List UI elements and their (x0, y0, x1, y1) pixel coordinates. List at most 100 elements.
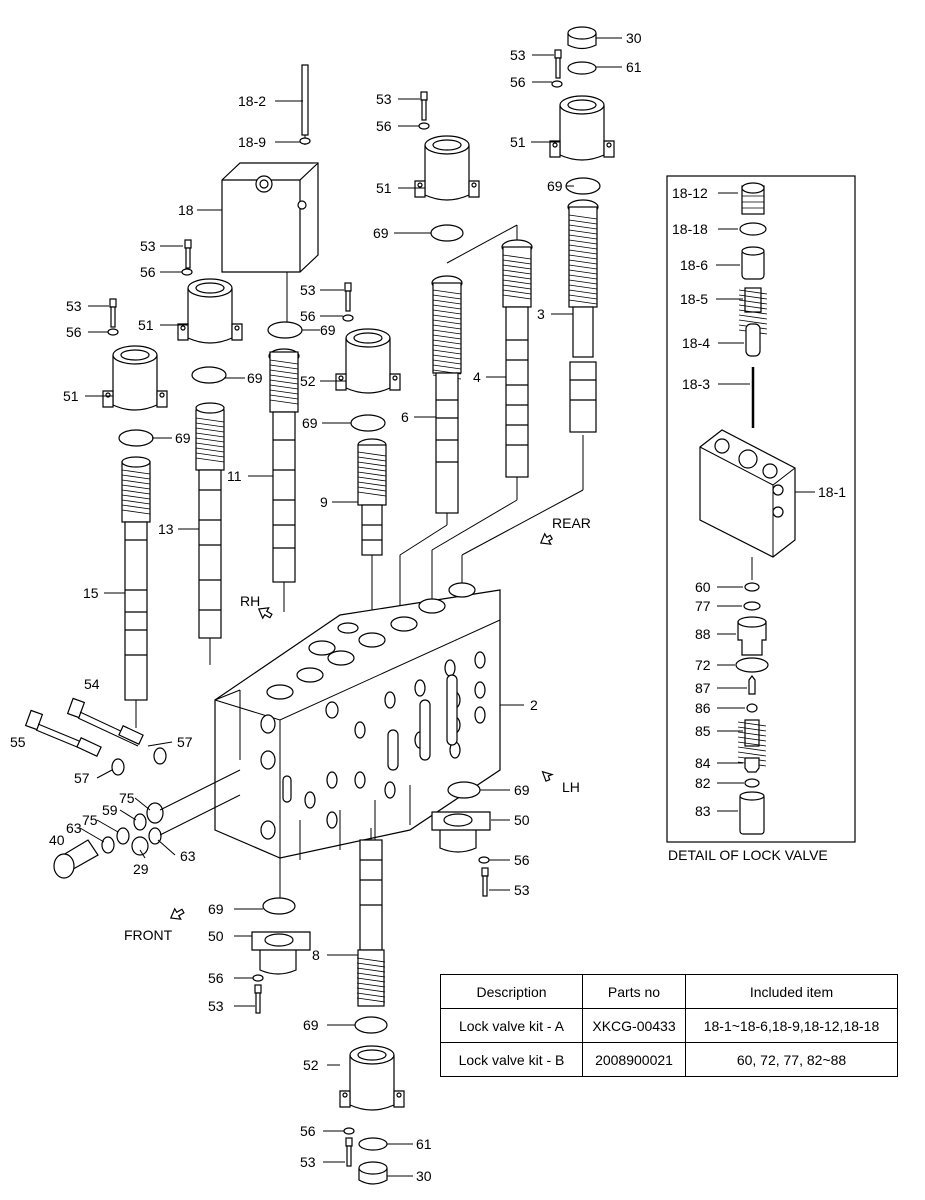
table-header-row: Description Parts no Included item (440, 974, 898, 1009)
detail-label-87: 87 (695, 680, 711, 696)
label-15: 15 (83, 585, 99, 601)
label-18: 18 (178, 202, 194, 218)
cap-51-left-lower (102, 298, 168, 411)
label-4: 4 (473, 369, 481, 385)
label-54: 54 (84, 676, 100, 692)
direction-rear: REAR (552, 515, 591, 531)
label-63: 63 (180, 848, 196, 864)
label-30: 30 (416, 1168, 432, 1184)
label-9: 9 (320, 494, 328, 510)
leader-lines (79, 37, 622, 1177)
table-row: Lock valve kit - B 2008900021 60, 72, 77… (440, 1042, 898, 1077)
cap-52-upper (335, 282, 401, 432)
label-50: 50 (208, 928, 224, 944)
label-53: 53 (208, 998, 224, 1014)
label-53: 53 (300, 282, 316, 298)
direction-lh: LH (562, 779, 580, 795)
detail-label-18-6: 18-6 (680, 257, 708, 273)
label-11: 11 (227, 468, 242, 484)
cap-52-bottom (339, 1045, 405, 1185)
label-56: 56 (300, 308, 316, 324)
label-53: 53 (514, 882, 530, 898)
label-53: 53 (510, 47, 526, 63)
label-69: 69 (208, 901, 224, 917)
label-56: 56 (66, 324, 82, 340)
detail-label-18-12: 18-12 (672, 185, 708, 201)
column-header: Description (440, 974, 583, 1009)
label-51: 51 (138, 317, 154, 333)
label-69: 69 (175, 430, 191, 446)
label-53: 53 (376, 91, 392, 107)
detail-label-82: 82 (695, 775, 711, 791)
spool-8 (354, 828, 388, 1034)
label-53: 53 (300, 1154, 316, 1170)
label-56: 56 (510, 74, 526, 90)
detail-label-83: 83 (695, 803, 711, 819)
label-69: 69 (303, 1017, 319, 1033)
table-cell: XKCG-00433 (582, 1008, 686, 1043)
spool-13 (191, 366, 227, 665)
table-cell: 2008900021 (582, 1042, 686, 1077)
label-50: 50 (514, 812, 530, 828)
label-56: 56 (376, 118, 392, 134)
detail-label-18-3: 18-3 (682, 376, 710, 392)
label-69: 69 (514, 782, 530, 798)
label-6: 6 (401, 409, 409, 425)
label-40: 40 (49, 832, 65, 848)
cap-50-right (431, 781, 491, 897)
label-51: 51 (63, 388, 79, 404)
cap-51-top-center (414, 91, 480, 242)
detail-label-72: 72 (695, 657, 711, 673)
detail-label-85: 85 (695, 723, 711, 739)
label-53: 53 (66, 298, 82, 314)
spool-6 (399, 275, 463, 620)
label-18-2: 18-2 (238, 93, 266, 109)
lock-valve-kit-table: Description Parts no Included item Lock … (440, 974, 898, 1077)
detail-label-18-4: 18-4 (682, 335, 710, 351)
label-61: 61 (626, 59, 642, 75)
label-56: 56 (514, 852, 530, 868)
table-cell: 60, 72, 77, 82~88 (685, 1042, 898, 1077)
label-56: 56 (208, 970, 224, 986)
detail-label-88: 88 (695, 626, 711, 642)
column-header: Included item (685, 974, 898, 1009)
label-59: 59 (102, 802, 118, 818)
spool-4 (431, 224, 533, 600)
label-29: 29 (133, 861, 149, 877)
tie-bolts (24, 697, 167, 776)
label-69: 69 (373, 225, 389, 241)
label-51: 51 (510, 134, 526, 150)
label-75: 75 (82, 812, 98, 828)
label-53: 53 (140, 238, 156, 254)
detail-label-86: 86 (695, 700, 711, 716)
label-13: 13 (158, 521, 174, 537)
label-3: 3 (537, 306, 545, 322)
label-52: 52 (303, 1057, 319, 1073)
label-2: 2 (530, 697, 538, 713)
front-ports (53, 769, 241, 879)
detail-label-18-5: 18-5 (680, 291, 708, 307)
label-18-9: 18-9 (238, 134, 266, 150)
label-57: 57 (177, 734, 193, 750)
label-56: 56 (300, 1123, 316, 1139)
spool-3 (461, 199, 599, 590)
detail-label-18-1: 18-1 (818, 484, 846, 500)
direction-front: FRONT (124, 927, 173, 943)
label-30: 30 (626, 30, 642, 46)
direction-arrows (169, 532, 554, 920)
table-cell: Lock valve kit - A (440, 1008, 583, 1043)
label-56: 56 (140, 264, 156, 280)
label-51: 51 (376, 180, 392, 196)
main-valve-body (214, 582, 501, 860)
detail-label-77: 77 (695, 598, 711, 614)
cap-50-bottom (251, 858, 311, 1014)
detail-title: DETAIL OF LOCK VALVE (668, 847, 828, 863)
spool-9 (357, 438, 387, 640)
spool-11 (268, 348, 300, 612)
direction-rh: RH (240, 593, 260, 609)
column-header: Parts no (582, 974, 686, 1009)
detail-label-60: 60 (695, 579, 711, 595)
spool-15 (118, 429, 154, 728)
callout-labels: 18-2 18-9 18 53 56 51 53 56 51 69 69 15 … (10, 30, 642, 1184)
